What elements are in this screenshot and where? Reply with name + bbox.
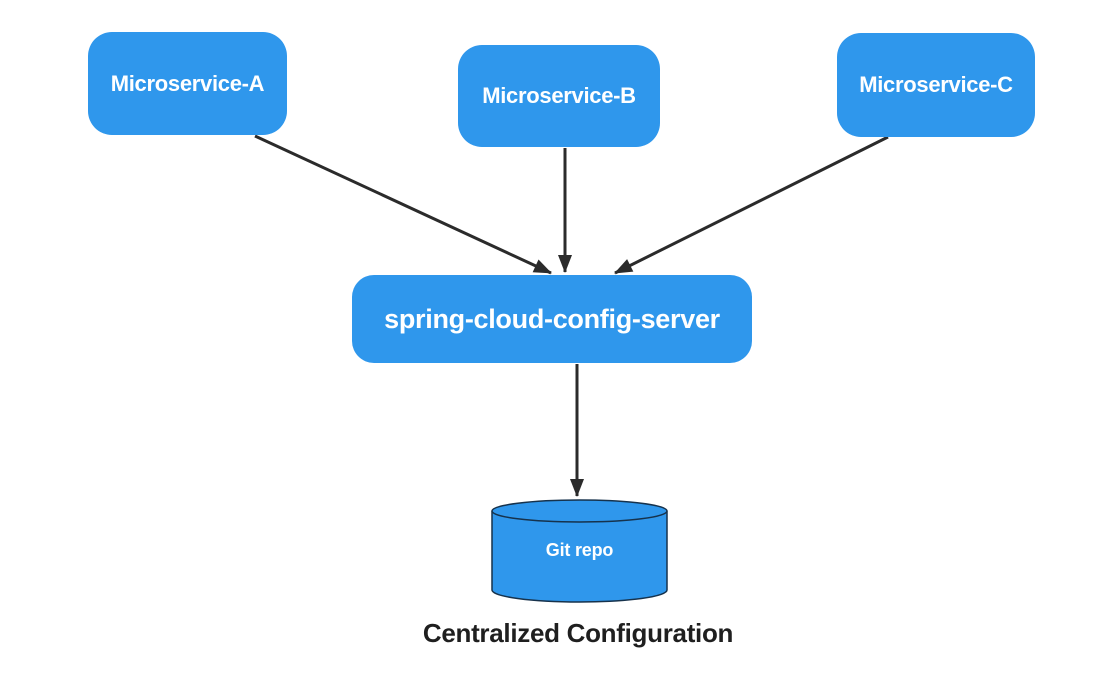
node-config-server: spring-cloud-config-server [352,275,752,363]
cylinder-body [491,511,668,603]
arrow-microservice-a-to-config-server [254,134,552,275]
node-git-repo: Git repo [492,511,667,590]
arrow-microservice-c-to-config-server [614,135,889,275]
node-microservice-c-label: Microservice-C [859,72,1013,97]
node-microservice-c: Microservice-C [837,33,1035,137]
cylinder-top-ellipse [491,499,668,523]
node-config-server-label: spring-cloud-config-server [384,303,720,334]
node-microservice-b: Microservice-B [458,45,660,147]
node-microservice-a: Microservice-A [88,32,287,135]
node-microservice-b-label: Microservice-B [482,83,636,108]
git-repo-cylinder [491,499,668,603]
node-microservice-a-label: Microservice-A [110,70,265,96]
diagram-caption: Centralized Configuration [422,618,734,648]
node-git-repo-label: Git repo [545,540,614,560]
